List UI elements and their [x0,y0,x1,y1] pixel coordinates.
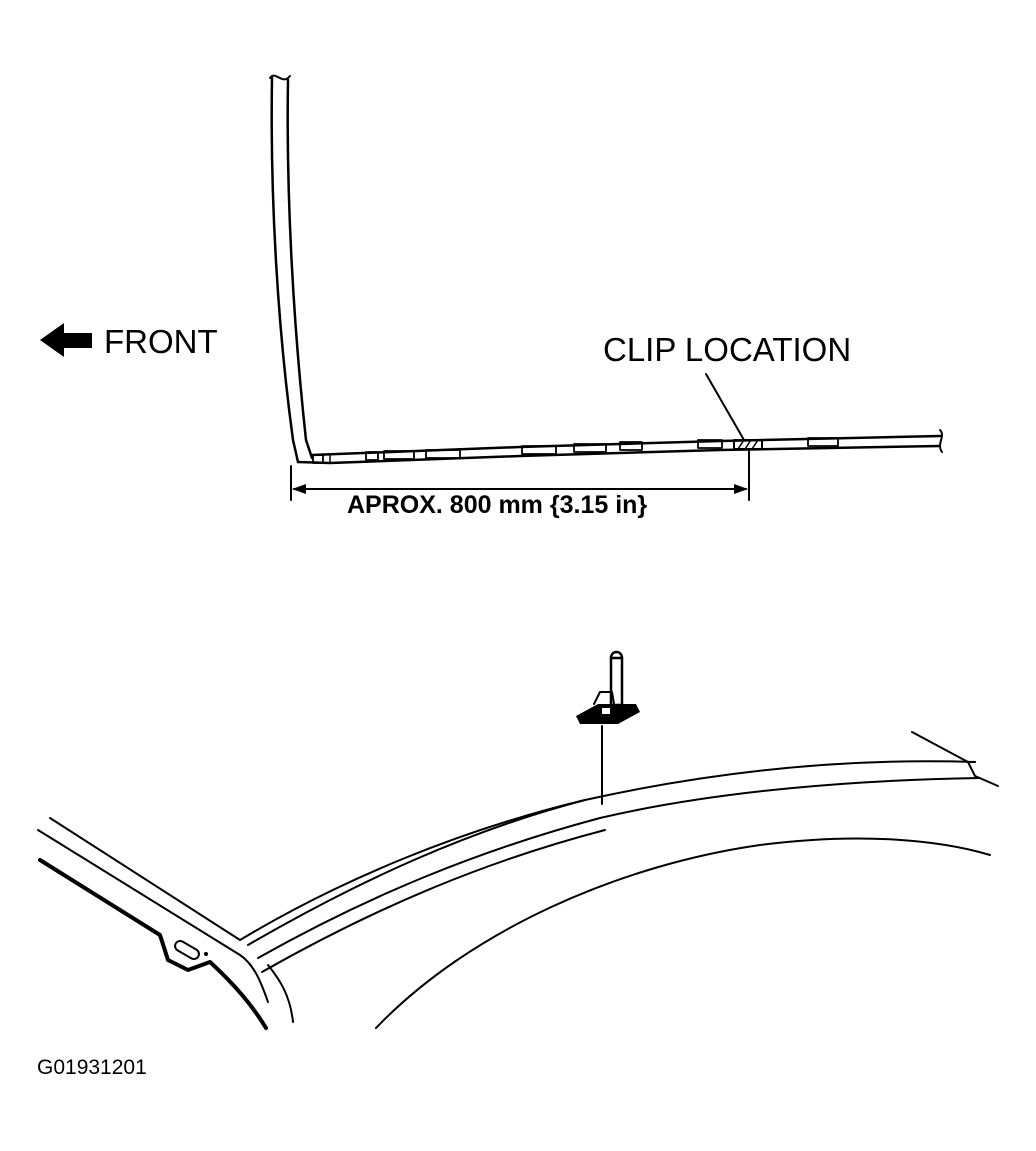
molding-clip-pockets [312,437,839,464]
front-direction-label: FRONT [104,323,218,360]
molding-side-view [269,74,943,465]
clip-location-marker [733,439,763,450]
molding-clip [576,650,640,724]
left-arrow-icon [40,323,92,357]
clip-leader-line [705,373,745,441]
clip-location-label: CLIP LOCATION [603,331,852,368]
roof-view [37,650,999,1030]
dimension-line [290,449,750,501]
dimension-label: APROX. 800 mm {3.15 in} [347,491,648,519]
figure-id: G01931201 [37,1056,147,1079]
